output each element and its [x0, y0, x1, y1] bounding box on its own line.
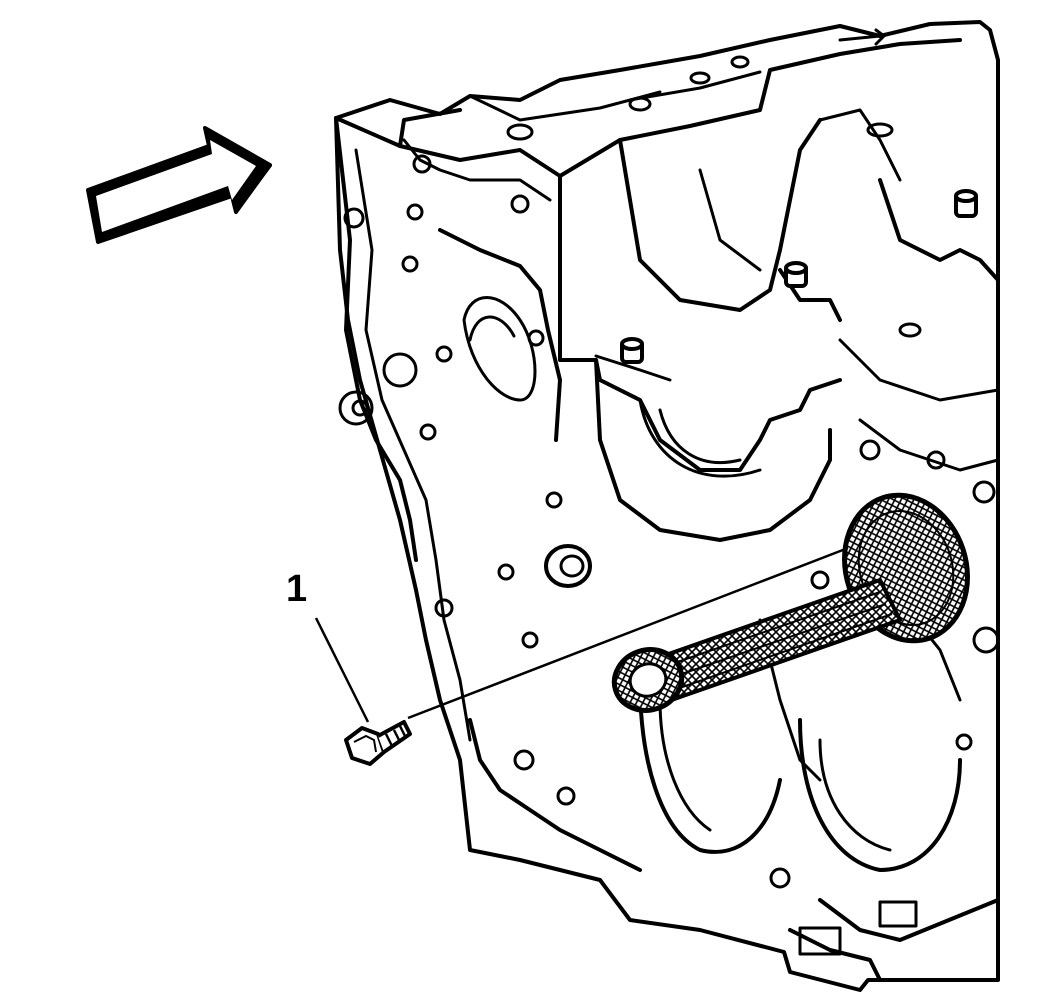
engine-block: [334, 20, 1000, 992]
callout-pointer-line: [314, 617, 370, 723]
callout-leader-line: [407, 546, 849, 720]
oil-pump-screen: [611, 492, 970, 713]
arrow-right-icon: [86, 126, 272, 244]
bolt-icon: [344, 720, 412, 766]
callout-number: 1: [286, 568, 308, 610]
